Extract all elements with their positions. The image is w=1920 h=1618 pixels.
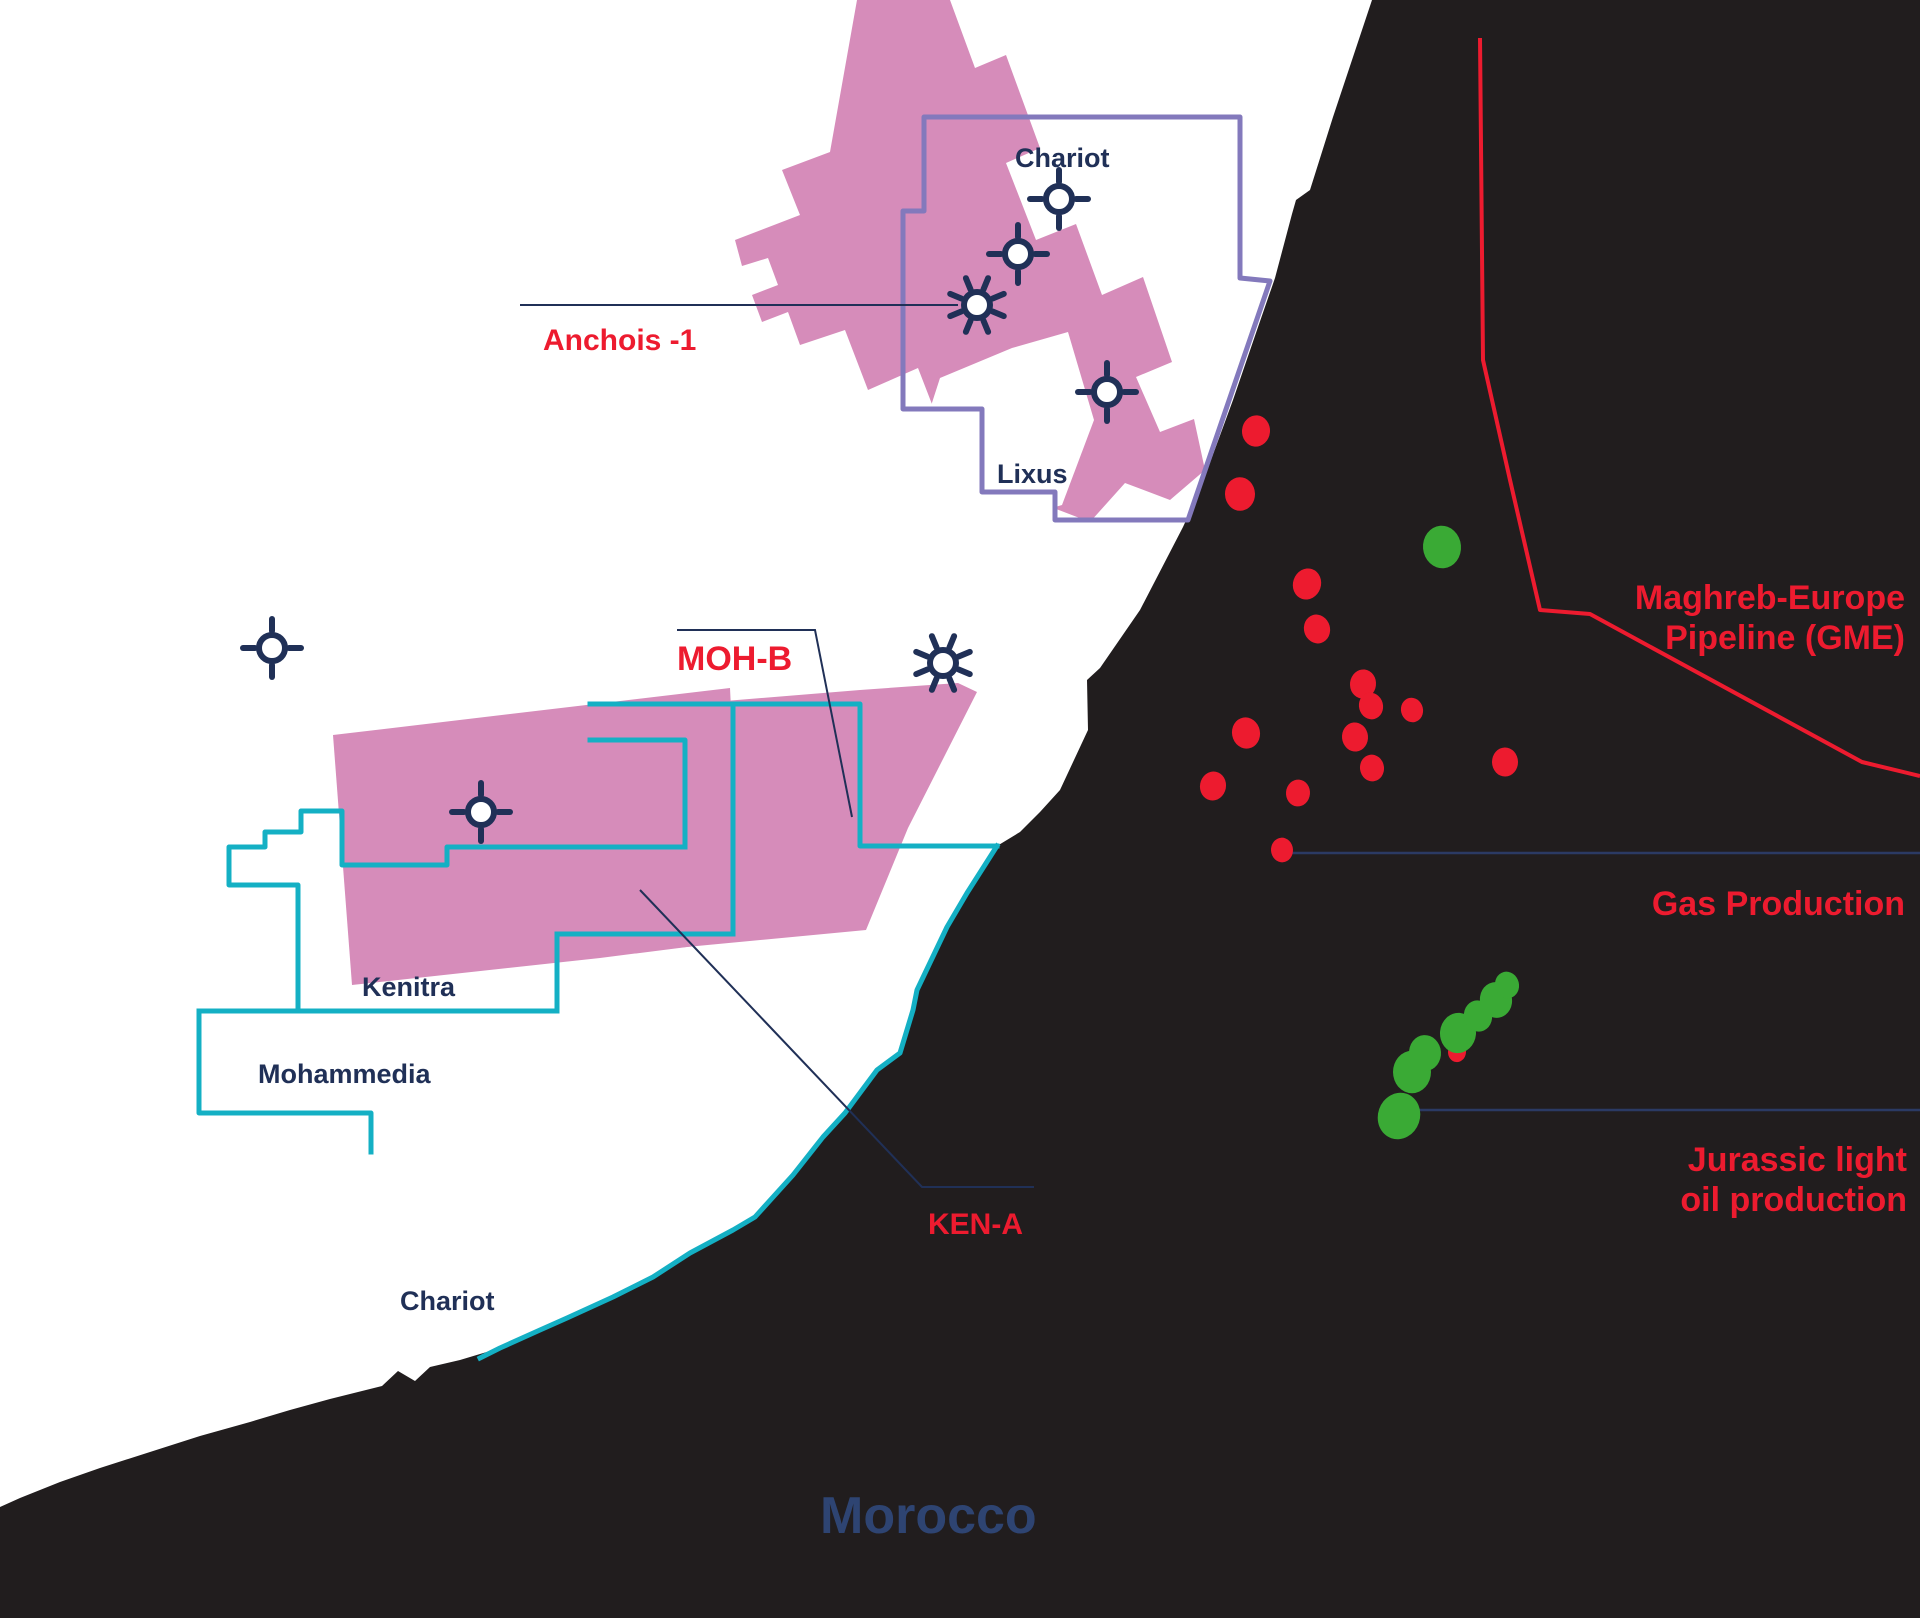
coastline-cyan-stroke: [476, 842, 1001, 1362]
gas-field-dot: [1349, 669, 1377, 699]
jurassic-line2: oil production: [1680, 1181, 1907, 1220]
gme-pipeline-line: [1478, 37, 1920, 778]
well-icon: [240, 616, 304, 680]
label-jurassic-oil: Jurassic light oil production: [1680, 1140, 1907, 1220]
gas-field-dot: [1270, 837, 1294, 863]
gas-field-dot: [1400, 697, 1424, 723]
well-icon: [449, 780, 513, 844]
label-kenitra: Kenitra: [362, 972, 456, 1002]
jurassic-line1: Jurassic light: [1687, 1141, 1907, 1179]
label-anchois-well: Anchois -1: [543, 324, 697, 357]
well-symbols-layer: [240, 167, 1139, 844]
gas-field-dot: [1241, 415, 1271, 447]
gas-field-dot: [1341, 722, 1369, 752]
label-mohammedia: Mohammedia: [258, 1059, 431, 1089]
gas-field-dot: [1199, 771, 1227, 801]
gas-field-dot: [1231, 717, 1261, 749]
label-gme-pipeline: Maghreb-Europe Pipeline (GME): [1635, 578, 1905, 658]
onshore-licence-boundaries: [196, 701, 1001, 1362]
gas-field-dot: [1303, 614, 1331, 644]
label-ken-a: KEN-A: [928, 1208, 1023, 1241]
oil-field-dot: [1422, 525, 1462, 569]
oil-field-dot: [1408, 1035, 1442, 1071]
label-gas-production: Gas Production: [1651, 885, 1905, 923]
gas-field-dot: [1359, 754, 1385, 782]
well-icon: [1027, 167, 1091, 231]
label-leader-lines: [520, 304, 1920, 1188]
lixus-licence-boundary: [900, 114, 1273, 523]
moh-b-leader-line: [677, 629, 853, 818]
flare-well-icon: [913, 633, 973, 693]
label-moh-b: MOH-B: [677, 640, 793, 678]
label-country-morocco: Morocco: [820, 1487, 1037, 1545]
label-lixus: Lixus: [997, 459, 1068, 489]
gas-field-dot: [1224, 477, 1256, 511]
well-icon: [986, 222, 1050, 286]
gas-field-dot: [1285, 779, 1311, 807]
production-fields-layer: [1199, 415, 1520, 1140]
well-icon: [1075, 360, 1139, 424]
oil-field-dot: [1377, 1092, 1421, 1140]
label-chariot-onshore: Chariot: [400, 1286, 495, 1316]
gme-line1: Maghreb-Europe: [1634, 579, 1905, 617]
gas-field-dot: [1292, 568, 1322, 600]
lixus-white-notch: [920, 332, 1094, 526]
gas-field-dot: [1491, 747, 1519, 777]
licence-area-moh-pink: [590, 683, 977, 956]
gas-field-dot: [1358, 692, 1384, 720]
ken-a-leader-line: [639, 889, 1034, 1188]
flare-well-icon: [947, 275, 1007, 335]
gme-line2: Pipeline (GME): [1665, 619, 1905, 658]
label-chariot-offshore: Chariot: [1015, 143, 1110, 173]
oil-field-dot: [1494, 971, 1520, 999]
